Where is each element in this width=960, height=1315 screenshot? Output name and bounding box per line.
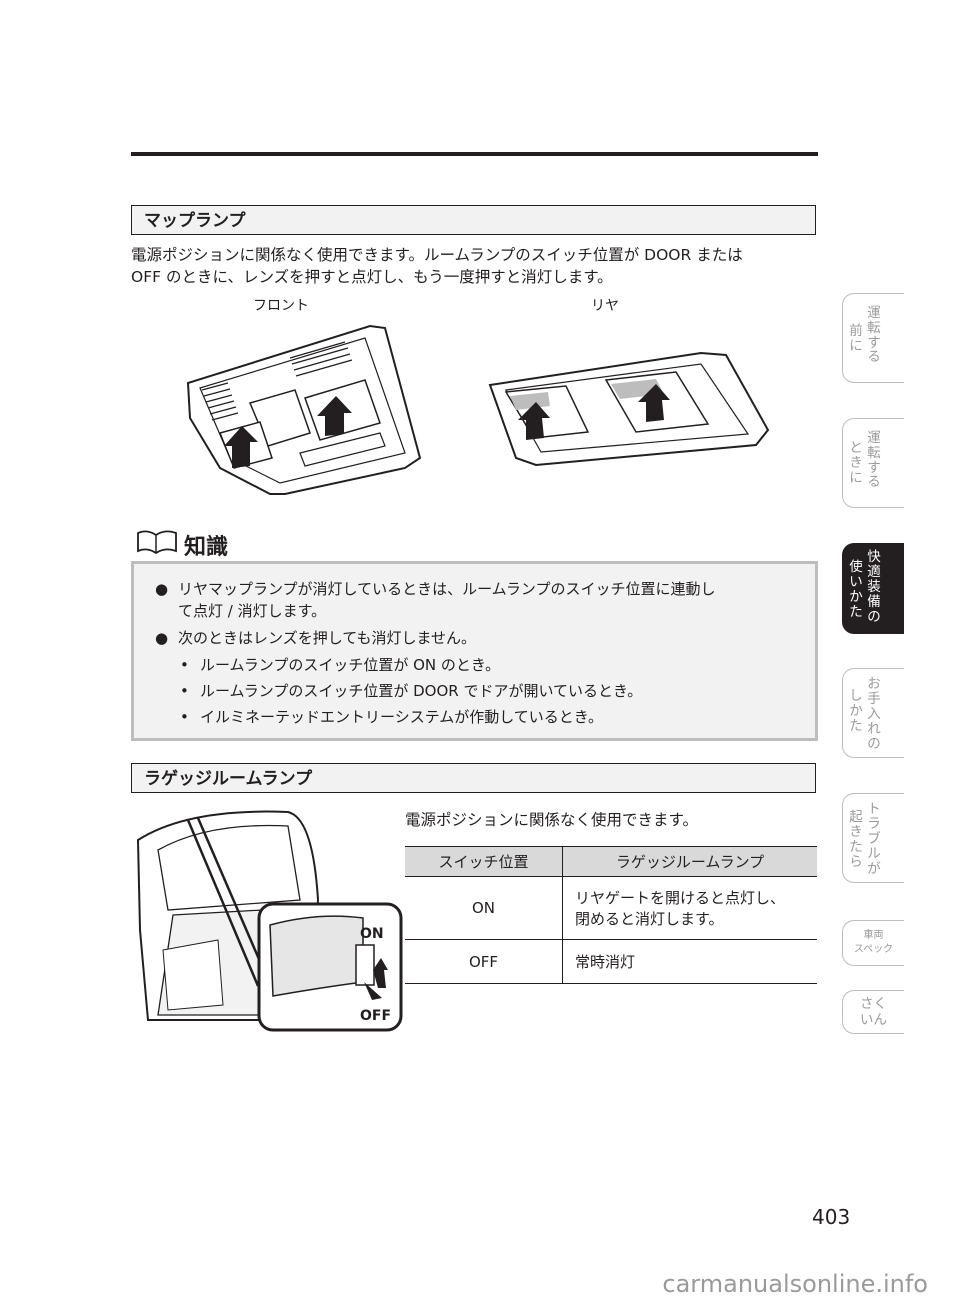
- table-header-switch: スイッチ位置: [405, 846, 563, 877]
- table-header-lamp: ラゲッジルームランプ: [562, 846, 817, 877]
- knowledge-bullet2: 次のときはレンズを押しても消灯しません。: [178, 629, 477, 647]
- tab-while-driving[interactable]: ときに 運転す る: [842, 418, 904, 508]
- tab-maintenance-label-col2: お手入れの: [867, 676, 881, 752]
- sub-bullet-dot: •: [180, 656, 189, 674]
- tab-troubleshooting-label-col1: 起きたら: [849, 809, 863, 870]
- knowledge-sub3: イルミネーテッドエントリーシステムが作動しているとき。: [200, 708, 604, 726]
- label-on: ON: [360, 926, 384, 942]
- section-heading-luggage-lamp: ラゲッジルームランプ: [131, 763, 816, 793]
- tab-vehicle-specs[interactable]: 車両 スペック: [842, 920, 904, 966]
- section-heading-map-lamp: マップランプ: [131, 205, 816, 235]
- book-icon: [137, 530, 177, 555]
- table-cell-description-line2: 閉めると消灯します。: [575, 910, 724, 928]
- watermark: carmanualsonline.info: [662, 1270, 928, 1298]
- tab-maintenance[interactable]: しかた お手入れの: [842, 668, 904, 758]
- rear-map-lamp-illustration: [488, 351, 770, 467]
- knowledge-title: 知識: [184, 535, 229, 560]
- tab-before-driving-label-col3: る: [867, 349, 881, 365]
- knowledge-sub2: ルームランプのスイッチ位置が DOOR でドアが開いているとき。: [200, 682, 643, 700]
- tab-comfort-features[interactable]: 使いかた 快適装備の: [842, 543, 904, 634]
- bullet-dot: ●: [155, 629, 169, 647]
- table-cell-description: リヤゲートを開けると点灯し、 閉めると消灯します。: [562, 876, 817, 940]
- map-lamp-paragraph-line1: 電源ポジションに関係なく使用できます。ルームランプのスイッチ位置が DOOR ま…: [131, 246, 743, 264]
- tab-while-driving-label-col2: 運転す: [867, 430, 881, 476]
- knowledge-bullet1-line2: て点灯 / 消灯します。: [178, 602, 327, 620]
- tab-comfort-features-label-col2: 快適装備の: [867, 549, 881, 625]
- tab-index-label-line2: いん: [860, 1012, 887, 1028]
- knowledge-bullet1-line1: リヤマップランプが消灯しているときは、ルームランプのスイッチ位置に連動し: [178, 580, 716, 598]
- table-cell-description: 常時消灯: [562, 939, 817, 984]
- tab-index-label-line1: さく: [860, 996, 887, 1012]
- tab-troubleshooting[interactable]: 起きたら トラブルが: [842, 793, 904, 883]
- tab-comfort-features-label-col1: 使いかた: [849, 559, 863, 620]
- tab-while-driving-label-col1: ときに: [849, 440, 863, 486]
- knowledge-sub1: ルームランプのスイッチ位置が ON のとき。: [200, 656, 501, 674]
- tab-index[interactable]: さく いん: [842, 990, 904, 1034]
- table-cell-position: OFF: [405, 939, 563, 984]
- table-row: ON リヤゲートを開けると点灯し、 閉めると消灯します。: [405, 876, 817, 940]
- caption-front: フロント: [253, 298, 309, 314]
- tab-vehicle-specs-label-line2: スペック: [853, 944, 894, 955]
- table-cell-position: ON: [405, 876, 563, 940]
- sub-bullet-dot: •: [180, 682, 189, 700]
- sub-bullet-dot: •: [180, 708, 189, 726]
- page-number: 403: [812, 1205, 851, 1229]
- luggage-lamp-illustration: [136, 810, 403, 1032]
- map-lamp-paragraph-line2: OFF のときに、レンズを押すと点灯し、もう一度押すと消灯します。: [131, 268, 613, 286]
- table-row: OFF 常時消灯: [405, 939, 817, 984]
- front-map-lamp-illustration: [186, 324, 422, 495]
- caption-rear: リヤ: [591, 298, 619, 314]
- label-off: OFF: [360, 1008, 392, 1024]
- tab-before-driving[interactable]: 前に 運転す る: [842, 293, 904, 383]
- tab-troubleshooting-label-col2: トラブルが: [867, 801, 881, 877]
- tab-maintenance-label-col1: しかた: [849, 688, 863, 734]
- bullet-dot: ●: [155, 580, 169, 598]
- switch-position-table: スイッチ位置 ラゲッジルームランプ ON リヤゲートを開けると点灯し、 閉めると…: [405, 846, 817, 984]
- tab-before-driving-label-col1: 前に: [849, 323, 863, 354]
- tab-vehicle-specs-label-line1: 車両: [863, 930, 884, 941]
- tab-while-driving-label-col3: る: [867, 474, 881, 490]
- top-rule: [131, 152, 818, 156]
- luggage-paragraph: 電源ポジションに関係なく使用できます。: [405, 811, 698, 829]
- tab-before-driving-label-col2: 運転す: [867, 305, 881, 351]
- table-cell-description-line1: リヤゲートを開けると点灯し、: [575, 889, 786, 907]
- knowledge-box: [131, 561, 818, 741]
